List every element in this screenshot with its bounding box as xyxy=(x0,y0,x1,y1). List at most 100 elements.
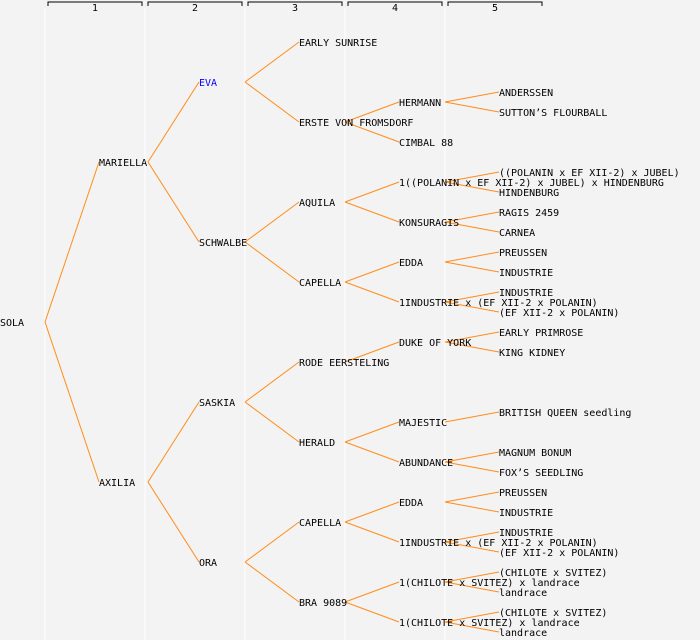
pedigree-link xyxy=(344,181,400,203)
pedigree-node[interactable]: SOLA xyxy=(0,318,24,329)
pedigree-node[interactable]: RODE EERSTELING xyxy=(299,358,389,369)
pedigree-link xyxy=(344,121,400,143)
pedigree-node[interactable]: EARLY SUNRISE xyxy=(299,38,377,49)
pedigree-node[interactable]: (CHILOTE x SVITEZ) xyxy=(499,608,607,619)
pedigree-link xyxy=(44,161,100,323)
pedigree-node[interactable]: CIMBAL 88 xyxy=(399,138,453,149)
pedigree-link xyxy=(344,421,400,443)
pedigree-link xyxy=(344,261,400,283)
pedigree-link xyxy=(444,341,500,353)
pedigree-node[interactable]: 1INDUSTRIE x (EF XII-2 x POLANIN) xyxy=(399,538,598,549)
pedigree-node[interactable]: EDDA xyxy=(399,258,423,269)
pedigree-node[interactable]: 1((POLANIN x EF XII-2) x JUBEL) x HINDEN… xyxy=(399,178,664,189)
pedigree-link xyxy=(444,581,500,593)
pedigree-link xyxy=(344,601,400,623)
pedigree-link xyxy=(444,451,500,463)
pedigree-node[interactable]: HINDENBURG xyxy=(499,188,559,199)
generation-bracket xyxy=(47,1,143,6)
pedigree-link xyxy=(344,441,400,463)
pedigree-link xyxy=(444,491,500,503)
pedigree-node[interactable]: 1(CHILOTE x SVITEZ) x landrace xyxy=(399,618,580,629)
pedigree-node[interactable]: CAPELLA xyxy=(299,278,341,289)
pedigree-node[interactable]: SCHWALBE xyxy=(199,238,247,249)
pedigree-node[interactable]: FOX’S SEEDLING xyxy=(499,468,583,479)
pedigree-node[interactable]: CAPELLA xyxy=(299,518,341,529)
pedigree-link xyxy=(344,501,400,523)
pedigree-link xyxy=(444,611,500,623)
pedigree-link xyxy=(444,181,500,193)
pedigree-link xyxy=(244,201,300,243)
pedigree-link xyxy=(444,301,500,313)
pedigree-link xyxy=(244,241,300,283)
pedigree-node[interactable]: KONSURAGIS xyxy=(399,218,459,229)
pedigree-node[interactable]: RAGIS 2459 xyxy=(499,208,559,219)
generation-label: 1 xyxy=(92,3,98,14)
pedigree-node[interactable]: EARLY PRIMROSE xyxy=(499,328,583,339)
pedigree-link xyxy=(444,101,500,113)
pedigree-node[interactable]: ORA xyxy=(199,558,217,569)
pedigree-node[interactable]: BRITISH QUEEN seedling xyxy=(499,408,631,419)
pedigree-link xyxy=(444,541,500,553)
pedigree-node[interactable]: ERSTE VON FROMSDORF xyxy=(299,118,413,129)
pedigree-node[interactable]: HERMANN xyxy=(399,98,441,109)
pedigree-node[interactable]: ANDERSSEN xyxy=(499,88,553,99)
pedigree-node[interactable]: SUTTON’S FLOURBALL xyxy=(499,108,607,119)
pedigree-link xyxy=(444,211,500,223)
pedigree-link xyxy=(444,331,500,343)
generation-bracket xyxy=(147,1,243,6)
pedigree-node[interactable]: HERALD xyxy=(299,438,335,449)
generation-bracket xyxy=(247,1,343,6)
pedigree-node[interactable]: landrace xyxy=(499,588,547,599)
pedigree-node[interactable]: 1INDUSTRIE x (EF XII-2 x POLANIN) xyxy=(399,298,598,309)
pedigree-link xyxy=(444,171,500,183)
pedigree-link xyxy=(444,531,500,543)
pedigree-node[interactable]: INDUSTRIE xyxy=(499,528,553,539)
pedigree-node[interactable]: INDUSTRIE xyxy=(499,288,553,299)
pedigree-node[interactable]: EVA xyxy=(199,78,217,89)
pedigree-node[interactable]: AQUILA xyxy=(299,198,335,209)
pedigree-link xyxy=(344,101,400,123)
pedigree-link xyxy=(244,81,300,123)
pedigree-link xyxy=(44,321,100,483)
pedigree-node[interactable]: SASKIA xyxy=(199,398,235,409)
pedigree-node[interactable]: PREUSSEN xyxy=(499,248,547,259)
pedigree-link xyxy=(344,341,400,363)
pedigree-node[interactable]: INDUSTRIE xyxy=(499,508,553,519)
pedigree-link xyxy=(344,581,400,603)
pedigree-node[interactable]: AXILIA xyxy=(99,478,135,489)
generation-label: 4 xyxy=(392,3,398,14)
pedigree-link xyxy=(444,571,500,583)
pedigree-node[interactable]: landrace xyxy=(499,628,547,639)
pedigree-link xyxy=(147,81,200,163)
pedigree-node[interactable]: (CHILOTE x SVITEZ) xyxy=(499,568,607,579)
pedigree-link xyxy=(147,481,200,563)
pedigree-link xyxy=(147,401,200,483)
pedigree-node[interactable]: KING KIDNEY xyxy=(499,348,565,359)
pedigree-node[interactable]: PREUSSEN xyxy=(499,488,547,499)
pedigree-node[interactable]: EDDA xyxy=(399,498,423,509)
pedigree-link xyxy=(444,221,500,233)
pedigree-link xyxy=(147,161,200,243)
pedigree-link xyxy=(444,91,500,103)
pedigree-node[interactable]: 1(CHILOTE x SVITEZ) x landrace xyxy=(399,578,580,589)
pedigree-node[interactable]: MAGNUM BONUM xyxy=(499,448,571,459)
pedigree-link xyxy=(344,521,400,543)
generation-label: 2 xyxy=(192,3,198,14)
pedigree-link xyxy=(444,251,500,263)
pedigree-node[interactable]: MARIELLA xyxy=(99,158,147,169)
pedigree-node[interactable]: DUKE OF YORK xyxy=(399,338,471,349)
pedigree-node[interactable]: (EF XII-2 x POLANIN) xyxy=(499,548,619,559)
pedigree-node[interactable]: INDUSTRIE xyxy=(499,268,553,279)
pedigree-node[interactable]: ((POLANIN x EF XII-2) x JUBEL) xyxy=(499,168,680,179)
pedigree-node[interactable]: CARNEA xyxy=(499,228,535,239)
pedigree-link xyxy=(444,261,500,273)
pedigree-node[interactable]: MAJESTIC xyxy=(399,418,447,429)
pedigree-node[interactable]: BRA 9089 xyxy=(299,598,347,609)
generation-bracket xyxy=(347,1,443,6)
pedigree-link xyxy=(444,501,500,513)
pedigree-node[interactable]: (EF XII-2 x POLANIN) xyxy=(499,308,619,319)
generation-bracket xyxy=(447,1,543,6)
pedigree-node[interactable]: ABUNDANCE xyxy=(399,458,453,469)
pedigree-link xyxy=(244,41,300,83)
pedigree-link xyxy=(244,561,300,603)
